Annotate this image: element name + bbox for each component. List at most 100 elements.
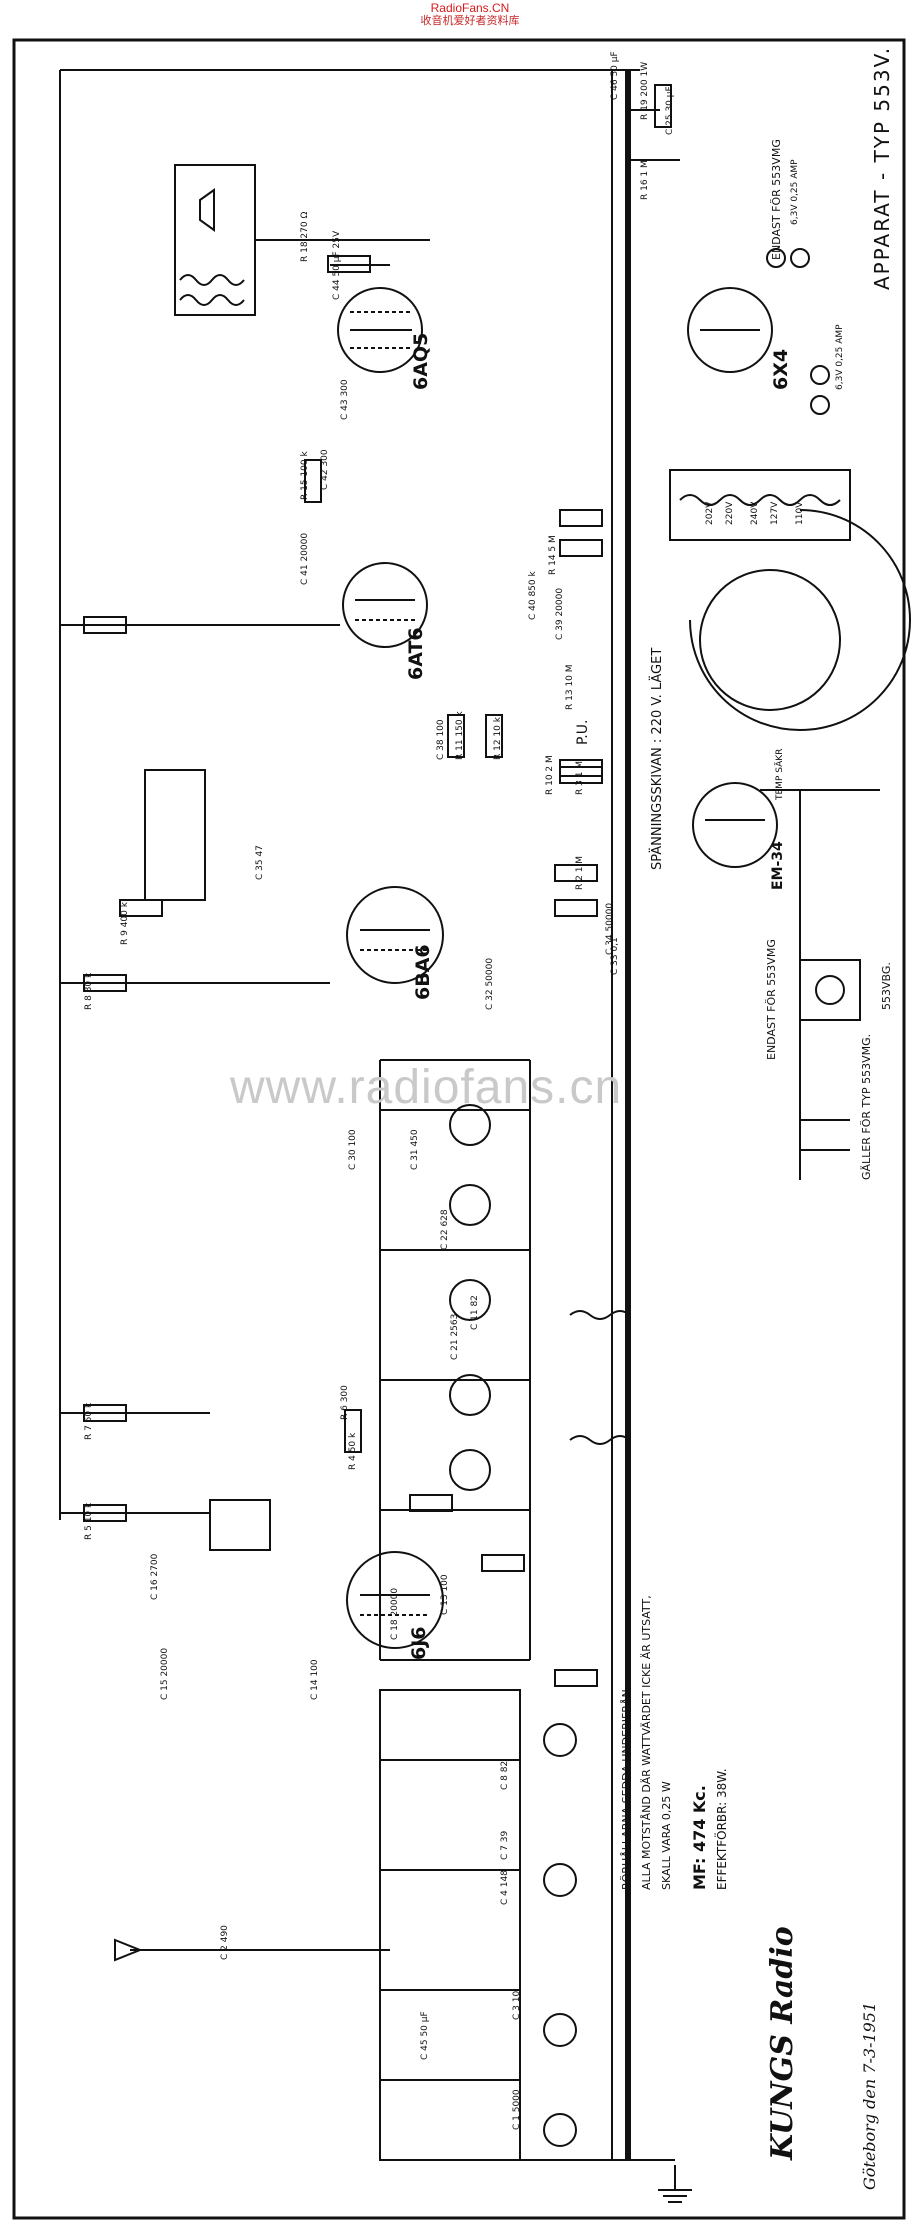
- tube-label-6X4: 6X4: [770, 348, 792, 390]
- component-label: C 32 50000: [485, 957, 495, 1010]
- label-temp: TEMP SÄKR: [775, 748, 785, 800]
- component-label: R 8 30 k: [84, 972, 94, 1010]
- component-label: R 7 50 k: [84, 1402, 94, 1440]
- resistor-R19: [654, 84, 672, 128]
- resistor-R3: [554, 864, 598, 882]
- site-tagline: 收音机爱好者资料库: [420, 15, 520, 27]
- component-label: C 21 2563: [450, 1313, 460, 1360]
- component-label: C 15 20000: [160, 1647, 170, 1700]
- component-label: R 13 10 M: [565, 664, 575, 710]
- component-label: C 8 82: [500, 1760, 510, 1790]
- label-v127: 127V: [770, 501, 780, 525]
- output-transformer: [174, 164, 256, 316]
- tube-6J6-envelope: [346, 1551, 444, 1649]
- component-label: C 44 50 μF 25V: [332, 230, 342, 300]
- resistor-R14: [559, 539, 603, 557]
- component-label: C 31 450: [410, 1129, 420, 1170]
- site-brand: RadioFans.CN: [430, 1, 510, 15]
- label-v110: 110V: [795, 501, 805, 525]
- site-header: RadioFans.CN 收音机爱好者资料库: [400, 2, 540, 28]
- component-label: C 43 300: [340, 379, 350, 420]
- tube-6X4-envelope: [687, 287, 773, 373]
- ground-symbol: [658, 2165, 692, 2203]
- brand-logo: KUNGS Radio: [765, 1926, 800, 2160]
- resistor-R18: [327, 255, 371, 273]
- component-label: C 11 82: [470, 1295, 480, 1330]
- pilot-lamp-1: [766, 248, 786, 268]
- tube-label-6BA6: 6BA6: [412, 944, 434, 1000]
- drawing-date: Göteborg den 7-3-1951: [860, 2001, 879, 2190]
- pilot-lamp-4: [810, 395, 830, 415]
- tube-label-EM34: EM-34: [770, 841, 786, 890]
- resistor-R15: [304, 459, 322, 503]
- note-line-5: EFFEKTFÖRBR: 38W.: [715, 1768, 729, 1890]
- component-label: R 16 1 M: [640, 160, 650, 200]
- component-label: C 39 20000: [555, 587, 565, 640]
- resistor-R-osc: [481, 1554, 525, 1572]
- speaker-symbol: [199, 188, 215, 232]
- component-label: R 3 1 M: [575, 760, 585, 795]
- voltage-selector: [689, 509, 911, 731]
- component-label: R 10 2 M: [545, 755, 555, 795]
- band-switch-coils: [379, 1059, 631, 1661]
- resistor-R12: [485, 714, 503, 758]
- label-endast-em: ENDAST FÖR 553VMG: [765, 939, 778, 1060]
- component-label: C 3 10: [512, 1990, 522, 2020]
- label-v220: 220V: [725, 501, 735, 525]
- resistor-R13: [559, 509, 603, 527]
- tube-label-6AT6: 6AT6: [405, 627, 427, 680]
- diagram-title: APPARAT - TYP 553V.: [870, 45, 894, 290]
- label-lamp-rating-1: 6,3V 0,25 AMP: [790, 159, 800, 225]
- resistor-R6: [344, 1409, 362, 1453]
- component-label: R 5 10 k: [84, 1502, 94, 1540]
- resistor-R1M: [83, 616, 127, 634]
- pilot-lamp-3: [810, 365, 830, 385]
- label-spanning: SPÄNNINGSSKIVAN : 220 V. LÄGET: [650, 647, 665, 870]
- tube-label-6J6: 6J6: [408, 1626, 430, 1660]
- component-label: R 2 1 M: [575, 855, 585, 890]
- component-label: R 14 5 M: [548, 535, 558, 575]
- component-label: C 45 50 μF: [420, 2011, 430, 2060]
- component-label: R 15 100 k: [300, 451, 310, 500]
- resistor-R11: [447, 714, 465, 758]
- component-label: R 4 50 k: [348, 1432, 358, 1470]
- component-label: R 6 300: [340, 1385, 350, 1420]
- component-label: C 46 50 μF: [610, 51, 620, 100]
- component-label: C 16 2700: [150, 1553, 160, 1600]
- component-label: C 4 148: [500, 1870, 510, 1905]
- diagram-border: [12, 38, 906, 2220]
- label-v240: 240V: [750, 501, 760, 525]
- component-label: C 40 850 k: [528, 571, 538, 620]
- tube-6AQ5-envelope: [337, 287, 423, 373]
- if-transformer-1: [144, 769, 206, 901]
- note-line-3: SKALL VARA 0,25 W: [660, 1781, 673, 1890]
- component-label: R 11 150 k: [455, 711, 465, 760]
- label-galler-2: 553VBG.: [880, 962, 893, 1010]
- component-label: R 19 200 1W: [640, 61, 650, 120]
- watermark: www.radiofans.cn: [230, 1061, 623, 1114]
- component-label: C 13 100: [440, 1574, 450, 1615]
- component-label: C 7 39: [500, 1830, 510, 1860]
- note-line-2: ALLA MOTSTÅND DÄR WATTVÄRDET ICKE ÄR UTS…: [640, 1595, 653, 1890]
- component-label: C 30 100: [348, 1129, 358, 1170]
- tube-6AT6-envelope: [342, 562, 428, 648]
- component-label: C 18 20000: [390, 1587, 400, 1640]
- label-galler: GÄLLER FÖR TYP 553VMG.: [860, 1033, 873, 1180]
- label-v202: 202V: [705, 501, 715, 525]
- resistor-R2: [554, 899, 598, 917]
- resistor-R9: [119, 899, 163, 917]
- component-label: C 22 628: [440, 1209, 450, 1250]
- pilot-lamp-2: [790, 248, 810, 268]
- component-label: R 12 10 k: [493, 717, 503, 760]
- component-label: R 18 270 Ω: [300, 211, 310, 262]
- label-lamp-rating-2: 6,3V 0,25 AMP: [835, 324, 845, 390]
- antenna-section: [114, 1689, 577, 2161]
- note-line-1: RÖRHÅLLARNA SEDDA UNDERIFRÅN.: [620, 1685, 633, 1890]
- label-pu: P.U.: [575, 719, 591, 745]
- note-line-4: MF: 474 Kc.: [690, 1785, 709, 1890]
- component-label: C 14 100: [310, 1659, 320, 1700]
- osc-coil: [209, 1499, 271, 1551]
- component-label: C 42 300: [320, 449, 330, 490]
